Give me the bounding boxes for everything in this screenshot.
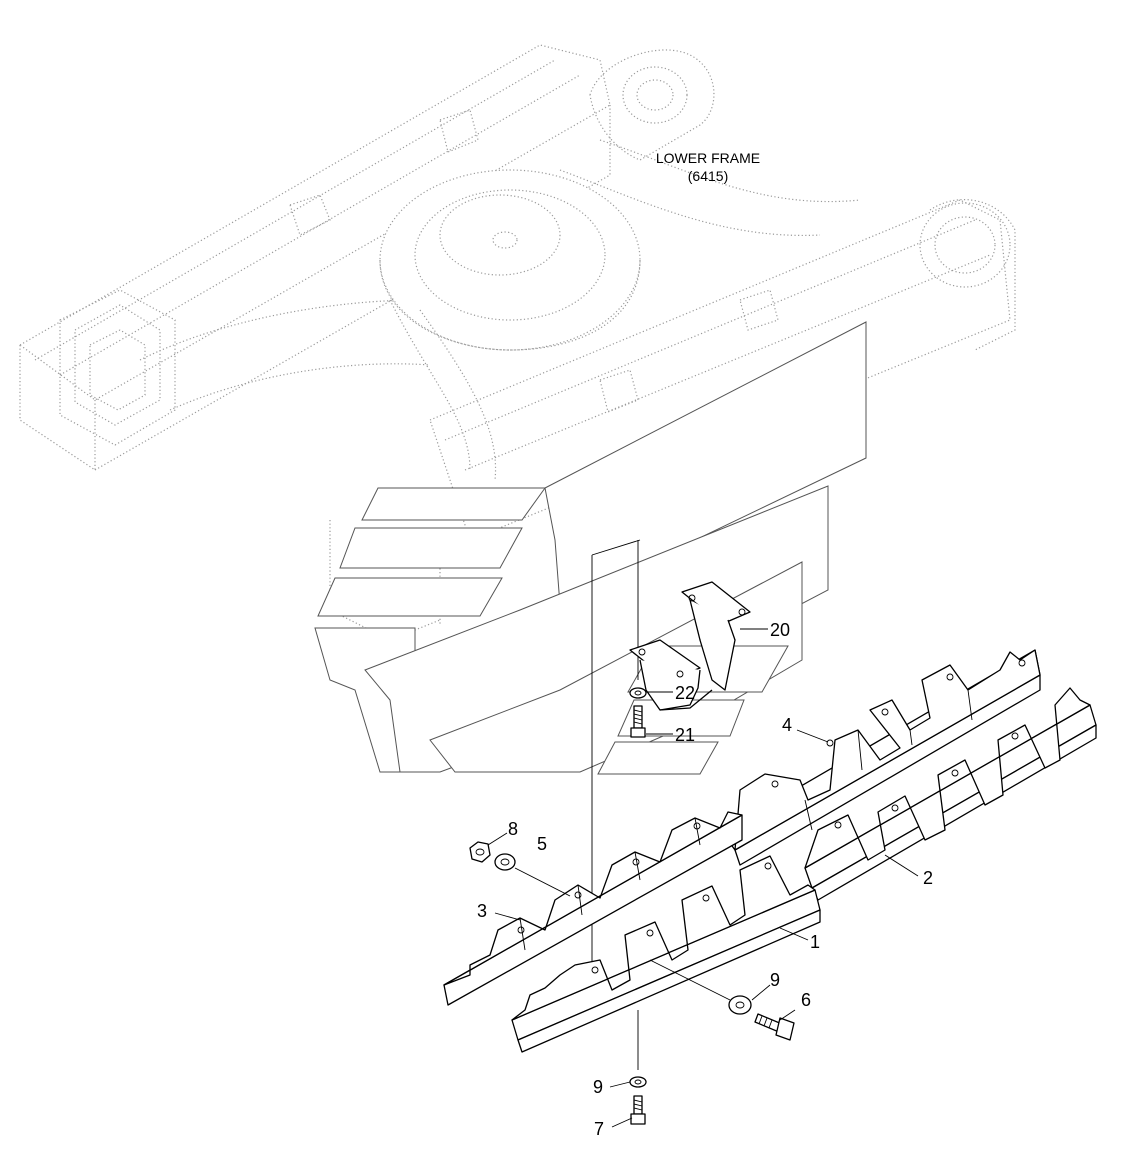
nut-part-8	[469, 841, 491, 863]
washer-part-22	[629, 687, 647, 699]
callout-9-bottom: 9	[593, 1077, 603, 1097]
washer-part-9-bottom	[629, 1076, 647, 1088]
callout-1: 1	[810, 932, 820, 952]
rail-part-1	[511, 855, 821, 1053]
callout-2: 2	[923, 868, 933, 888]
callout-21: 21	[675, 725, 695, 745]
bracket-part-20	[629, 581, 751, 711]
washer-part-5	[494, 853, 516, 871]
bolt-part-21	[630, 705, 646, 738]
rail-part-3	[443, 811, 743, 1006]
callout-8: 8	[508, 819, 518, 839]
callout-6: 6	[801, 990, 811, 1010]
frame-caption-line1: LOWER FRAME	[656, 150, 760, 166]
callout-20: 20	[770, 620, 790, 640]
callout-9-right: 9	[770, 970, 780, 990]
lower-frame-ghost	[18, 44, 1016, 641]
callout-4: 4	[782, 715, 792, 735]
callout-22: 22	[675, 683, 695, 703]
rail-part-4	[721, 649, 1041, 866]
rail-part-2	[804, 687, 1097, 901]
frame-caption-line2: (6415)	[688, 168, 728, 184]
bolt-part-6	[754, 1013, 795, 1041]
bolt-part-7	[630, 1095, 646, 1125]
callout-5: 5	[537, 834, 547, 854]
washer-part-9-right	[728, 995, 752, 1015]
leader-lines	[487, 628, 919, 1128]
callout-7: 7	[594, 1119, 604, 1139]
callout-3: 3	[477, 901, 487, 921]
